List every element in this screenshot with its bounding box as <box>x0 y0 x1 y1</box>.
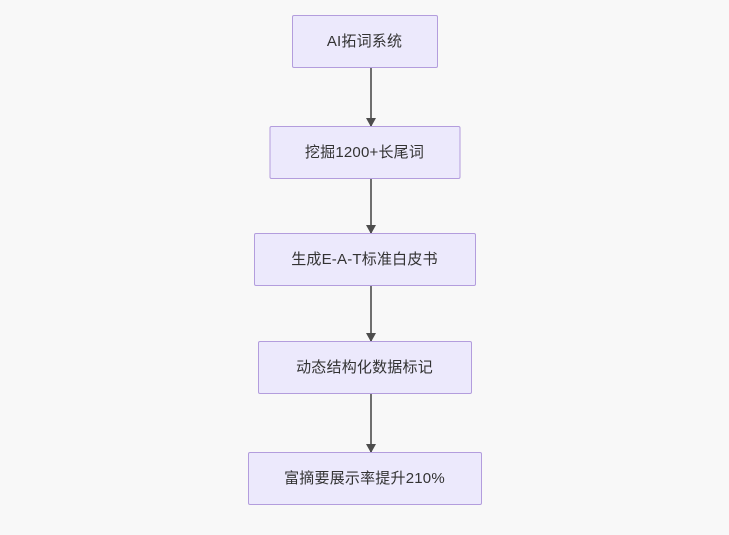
edge-connector-3 <box>366 286 376 342</box>
flowchart-node-label: 富摘要展示率提升210% <box>284 470 445 487</box>
flowchart-node-3[interactable]: 生成E-A-T标准白皮书 <box>253 233 476 286</box>
flowchart-node-2[interactable]: 挖掘1200+长尾词 <box>269 126 460 179</box>
flowchart-node-label: 挖掘1200+长尾词 <box>304 144 425 161</box>
flowchart-node-4[interactable]: 动态结构化数据标记 <box>257 341 472 394</box>
edge-connector-1 <box>366 68 376 127</box>
arrowhead-down-icon <box>366 333 376 342</box>
flowchart-node-label: AI拓词系统 <box>326 33 403 50</box>
flowchart-node-label: 动态结构化数据标记 <box>296 359 433 376</box>
flowchart-node-label: 生成E-A-T标准白皮书 <box>291 251 438 268</box>
flowchart-node-5[interactable]: 富摘要展示率提升210% <box>247 452 482 505</box>
flowchart-node-1[interactable]: AI拓词系统 <box>291 15 438 68</box>
arrowhead-down-icon <box>366 118 376 127</box>
edge-connector-2 <box>366 179 376 234</box>
arrowhead-down-icon <box>366 444 376 453</box>
arrowhead-down-icon <box>366 225 376 234</box>
edge-connector-4 <box>366 394 376 453</box>
